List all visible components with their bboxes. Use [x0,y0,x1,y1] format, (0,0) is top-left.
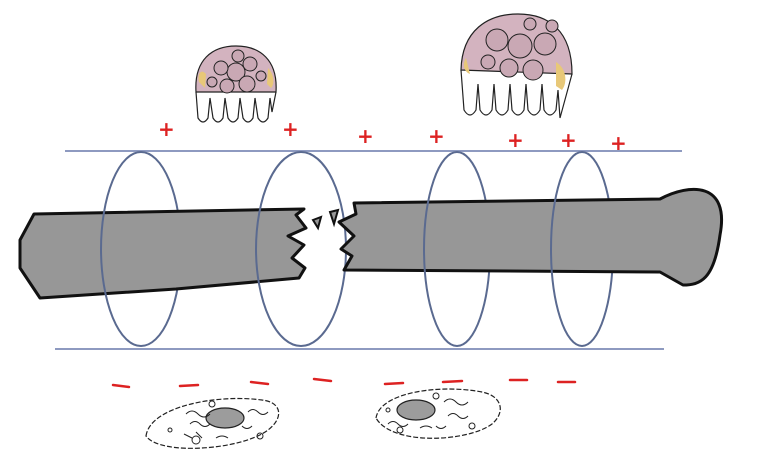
coil-ring-front-group [100,151,583,347]
coil-ring-3-front [423,151,458,347]
positive-charges: + + + + + + + [158,117,627,155]
bone-fragment-right [337,187,723,287]
coil-ring-2-back [300,151,347,347]
immune-cell-icon [195,45,277,123]
plus-sign-2: + [282,117,299,141]
nucleus [205,407,245,429]
plus-sign-7: + [610,131,627,155]
immune-cell-large-icon [460,13,573,119]
coil-ring-4-front [550,151,583,347]
bone-fragment-left [18,207,308,300]
fracture-chips [311,208,340,231]
plus-sign-3: + [357,124,374,148]
minus-sign-2 [178,383,200,388]
fibroblast-cell-icon-2 [375,388,501,439]
minus-sign-3 [249,380,270,386]
nucleus-2 [396,399,436,421]
minus-sign-4 [312,377,333,383]
coil-ring-2-front [255,151,302,347]
minus-sign-6 [441,379,464,384]
fibroblast-cell-icon [145,397,280,449]
minus-sign-5 [383,381,405,386]
plus-sign-4: + [428,124,445,148]
minus-sign-1 [111,383,131,389]
plus-sign-5: + [507,128,524,152]
negative-charges [111,377,577,389]
coil-ring-1-front [100,151,142,347]
plus-sign-1: + [158,117,175,141]
plus-sign-6: + [560,128,577,152]
